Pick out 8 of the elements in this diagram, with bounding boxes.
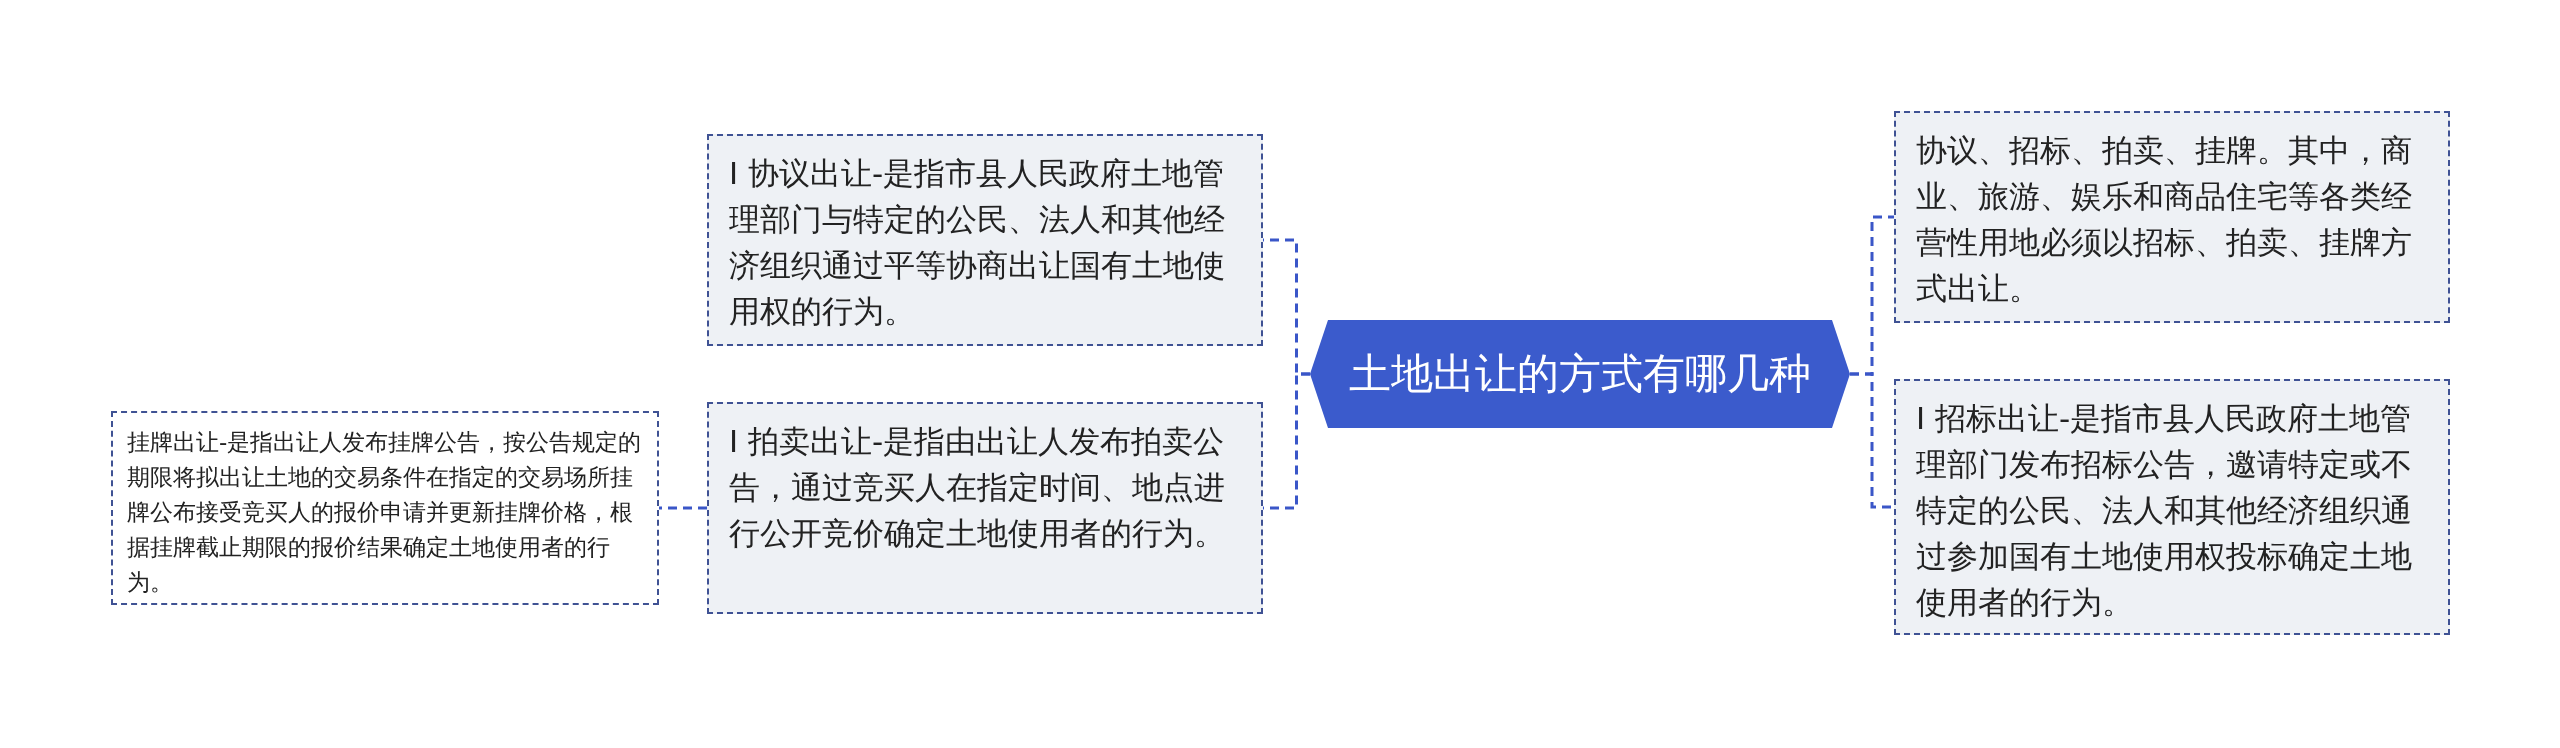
text-box: 协议、招标、拍卖、挂牌。其中，商业、旅游、娱乐和商品住宅等各类经营性用地必须以招标、拍卖、挂牌方式出让。: [1894, 111, 2450, 323]
text-box: 挂牌出让-是指出让人发布挂牌公告，按公告规定的期限将拟出让土地的交易条件在指定的交易场所挂牌公布接受竞买人的报价申请并更新挂牌价格，根据挂牌截止期限的报价结果确定土地使用者的行为。: [111, 411, 659, 605]
central-topic: 土地出让的方式有哪几种: [1310, 320, 1850, 428]
connector-line: [659, 506, 707, 510]
text-box: I 协议出让-是指市县人民政府土地管理部门与特定的公民、法人和其他经济组织通过平等协商出让国有土地使用权的行为。: [707, 134, 1263, 346]
text-box: I 招标出让-是指市县人民政府土地管理部门发布招标公告，邀请特定或不特定的公民、法人和其他经济组织通过参加国有土地使用权投标确定土地使用者的行为。: [1894, 379, 2450, 635]
connector-line: [1850, 372, 1894, 509]
text-box: I 拍卖出让-是指由出让人发布拍卖公告，通过竞买人在指定时间、地点进行公开竞价确定土地使用者的行为。: [707, 402, 1263, 614]
